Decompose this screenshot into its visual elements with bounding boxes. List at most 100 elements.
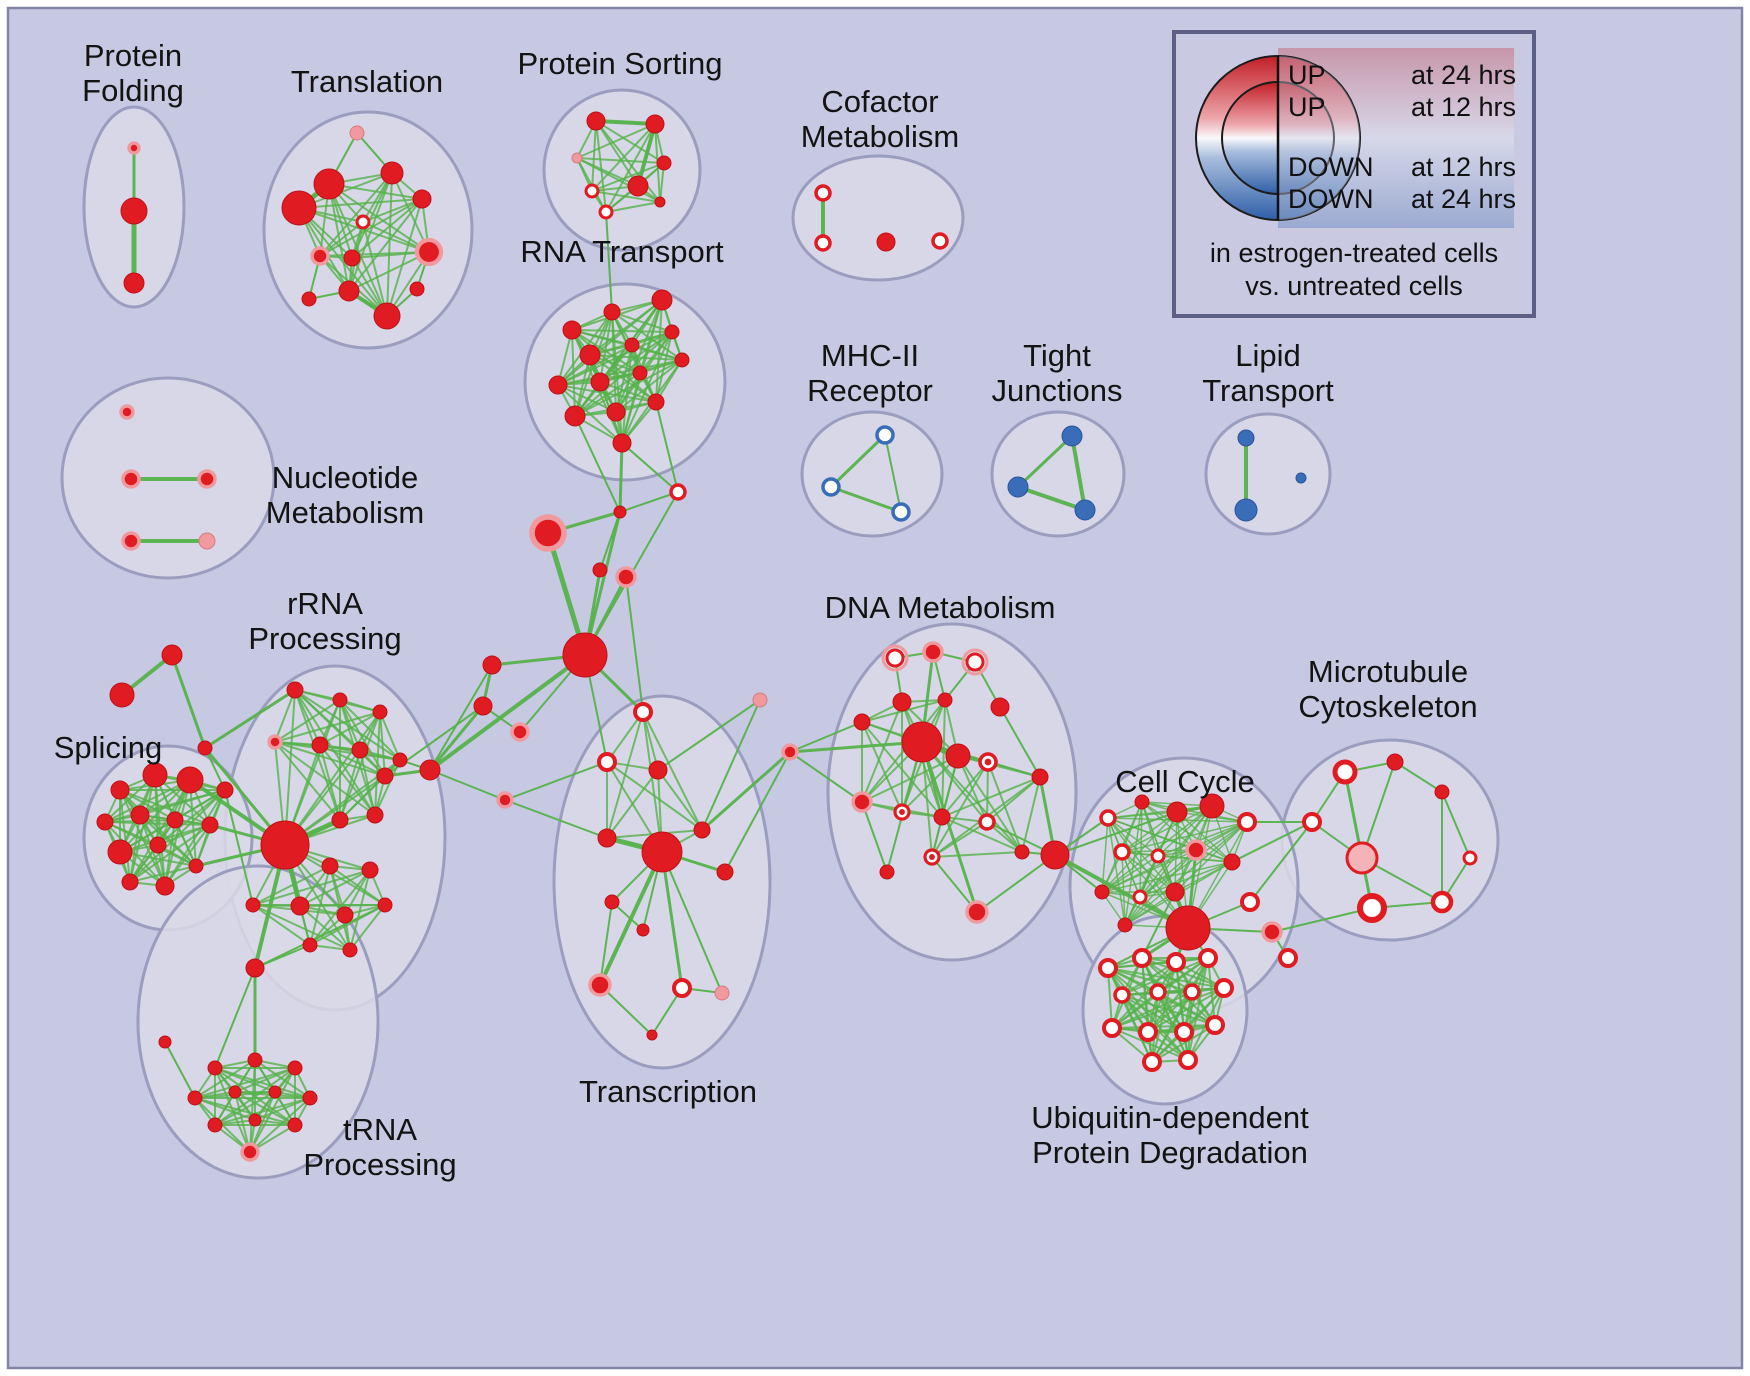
edge <box>576 123 656 159</box>
node-cc3 <box>1166 801 1188 823</box>
edge <box>1141 891 1176 959</box>
node-rrhub <box>260 820 310 870</box>
edge <box>1121 821 1248 853</box>
edge <box>157 789 226 846</box>
edge <box>657 699 761 771</box>
node-td10 <box>287 1117 303 1133</box>
node-r12 <box>606 402 626 422</box>
cluster-label-transcription: Transcription <box>579 1074 757 1109</box>
edge <box>379 711 386 777</box>
edge <box>789 751 863 803</box>
node-mt3 <box>1434 784 1450 800</box>
edge <box>576 157 665 164</box>
node-core-dm12 <box>899 809 905 815</box>
edge <box>386 172 393 317</box>
node-sp9 <box>107 839 133 865</box>
edge <box>157 824 211 846</box>
node-mt7 <box>1430 890 1454 914</box>
node-ub8 <box>1214 978 1234 998</box>
node-ub7 <box>1183 983 1201 1001</box>
edge <box>615 344 633 413</box>
node-dm11 <box>851 791 873 813</box>
edge <box>941 699 946 818</box>
node-tn5 <box>597 828 617 848</box>
edge <box>299 905 351 951</box>
cluster-label-splicing: Splicing <box>54 730 163 765</box>
edge <box>920 740 979 914</box>
node-cc8 <box>1185 839 1207 861</box>
node-r6 <box>664 324 680 340</box>
edge <box>1111 1024 1216 1029</box>
edge <box>931 821 988 858</box>
edge <box>621 442 679 493</box>
node-cc6 <box>1113 843 1131 861</box>
node-r11 <box>564 405 586 427</box>
node-lk1 <box>781 743 799 761</box>
edge <box>298 207 430 253</box>
cluster-ellipse-lipid-transport <box>1204 412 1332 536</box>
node-dm8 <box>945 743 971 769</box>
node-ub1 <box>1098 958 1118 978</box>
edge <box>829 485 903 514</box>
node-tn9 <box>636 923 650 937</box>
edge <box>619 491 679 513</box>
node-ps3 <box>571 152 583 164</box>
node-ps5 <box>584 183 600 199</box>
edge <box>194 1059 256 1099</box>
node-td11 <box>240 1142 260 1162</box>
edge <box>861 699 946 803</box>
node-td1 <box>207 1060 223 1076</box>
node-td6 <box>268 1085 282 1099</box>
edge <box>299 869 371 907</box>
edge <box>319 172 393 257</box>
node-mt1 <box>1332 759 1358 785</box>
node-cc2 <box>1134 794 1150 810</box>
legend-row-up-24: UP at 24 hrs <box>1176 60 1532 90</box>
node-rr10 <box>331 811 349 829</box>
edge <box>129 865 197 883</box>
edge <box>164 1041 196 1099</box>
edge <box>328 183 430 253</box>
edge <box>249 1067 296 1153</box>
cluster-ellipse-tight-junctions <box>990 410 1126 538</box>
node-t7 <box>310 246 330 266</box>
node-td9 <box>248 1113 262 1127</box>
edge <box>1121 994 1216 1026</box>
cluster-label-dna-metabolism: DNA Metabolism <box>825 590 1056 625</box>
node-ub11 <box>1174 1022 1194 1042</box>
edge <box>1231 821 1313 863</box>
node-sp1 <box>110 780 130 800</box>
node-r2 <box>603 303 621 321</box>
edge <box>1139 849 1197 898</box>
node-td2 <box>247 1052 263 1068</box>
node-r10 <box>674 352 690 368</box>
node-mt2 <box>1386 753 1404 771</box>
node-tn10 <box>588 973 612 997</box>
node-cm2 <box>814 234 832 252</box>
edge <box>574 359 683 417</box>
node-t10 <box>373 302 401 330</box>
edge <box>1124 821 1248 926</box>
node-tn12 <box>714 985 730 1001</box>
node-nm1 <box>119 404 135 420</box>
node-mt5 <box>1345 841 1379 875</box>
node-rr11 <box>366 806 384 824</box>
node-tn8 <box>604 894 620 910</box>
node-ub2 <box>1132 948 1152 968</box>
edge <box>599 901 613 986</box>
node-core-dm15 <box>929 854 935 860</box>
edge <box>591 123 656 192</box>
edge <box>574 372 641 417</box>
edge <box>254 1097 311 1121</box>
edge <box>429 769 506 801</box>
node-dmhub <box>901 721 943 763</box>
nodes-layer <box>96 111 1478 1162</box>
edge <box>309 869 371 946</box>
node-ps6 <box>627 175 649 197</box>
legend-time: at 12 hrs <box>1410 152 1516 182</box>
edge <box>700 750 792 832</box>
node-td5 <box>228 1085 242 1099</box>
node-t5 <box>281 190 317 226</box>
node-rr19 <box>245 897 261 913</box>
